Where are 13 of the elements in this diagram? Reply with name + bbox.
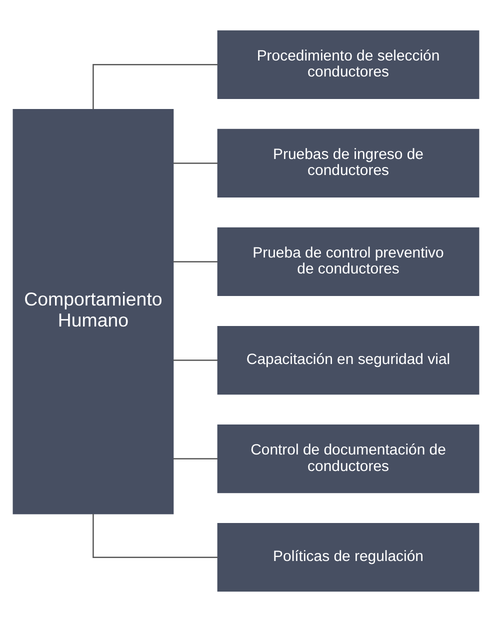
connector [173,458,218,460]
node-box: Comportamiento Humano [12,108,174,514]
node-box: Control de documentación de conductores [217,424,480,494]
node-box: Capacitación en seguridad vial [217,326,480,395]
node-box: Políticas de regulación [217,523,480,592]
connector [173,162,218,164]
node-box: Pruebas de ingreso de conductores [217,128,480,198]
node-box: Procedimiento de selección conductores [217,30,480,99]
connector [173,360,218,361]
node-box: Prueba de control preventivo de conductores [217,227,480,296]
connector [92,514,218,558]
connector [173,261,218,262]
connector [92,64,218,110]
